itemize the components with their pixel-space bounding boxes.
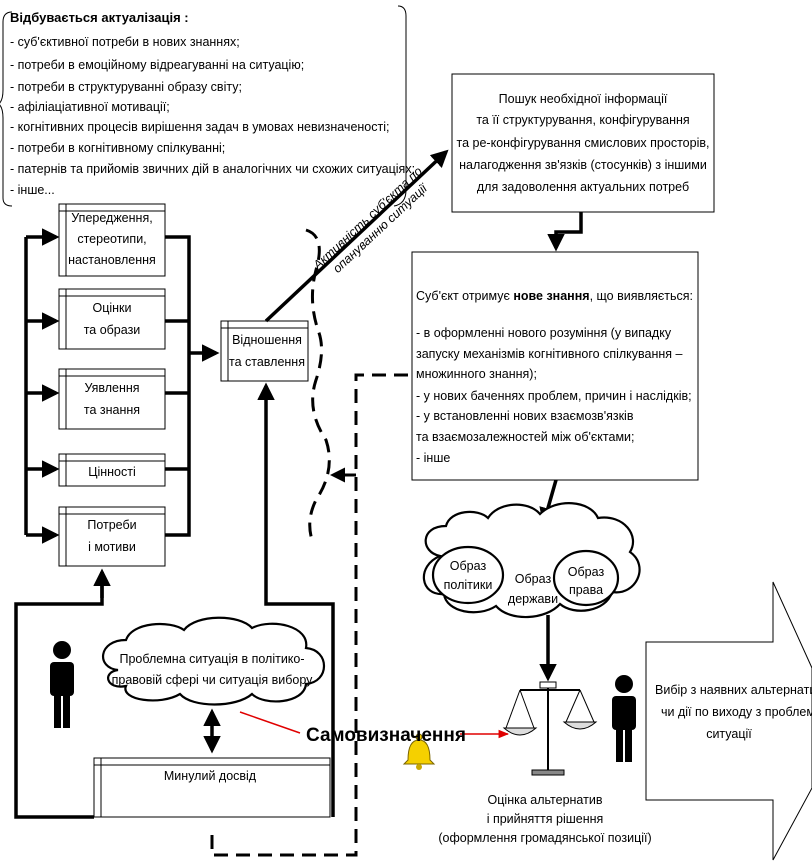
actualization-item: - потреби в структуруванні образу світу; — [10, 80, 242, 94]
box-prejudices-line: стереотипи, — [77, 232, 146, 246]
box-ideas-line: та знання — [84, 403, 140, 417]
evaluation-line: Оцінка альтернатив — [488, 793, 603, 807]
relations-line: та ставлення — [229, 355, 305, 369]
box-assessments — [58, 288, 166, 350]
relations-box: Відношення та ставлення — [220, 320, 309, 382]
box-needs-motives — [58, 506, 166, 567]
images-cloud: Образ політики Образ держави Образ права — [422, 502, 641, 619]
self-determination-label: Самовизначення — [306, 725, 466, 746]
evaluation-line: (оформлення громадянської позиції) — [438, 831, 651, 845]
search-to-knowledge-arrow — [547, 212, 583, 252]
past-experience-box: Минулий досвід — [93, 757, 331, 818]
problem-frame — [14, 382, 335, 819]
cloud-law — [552, 549, 620, 607]
search-line: для задоволення актуальних потреб — [477, 180, 689, 194]
image-politics-line: політики — [444, 578, 493, 592]
image-law-line: Образ — [568, 565, 605, 579]
new-knowledge-box: Суб'єкт отримує нове знання, що виявляєт… — [411, 251, 699, 481]
activity-label-line: Активність суб'єкта по — [310, 164, 425, 273]
actualization-brace — [0, 11, 13, 207]
new-knowledge-intro-bold: нове знання — [513, 289, 589, 303]
problem-cloud: Проблемна ситуація в політико- правовій … — [101, 616, 325, 706]
actualization-item: - потреби в когнітивному спілкуванні; — [10, 141, 225, 155]
actualization-block: Відбувається актуалізація : - суб'єктивн… — [0, 5, 415, 207]
actualization-item: - інше... — [10, 183, 55, 197]
actualization-item: - когнітивних процесів вирішення задач в… — [10, 120, 389, 134]
new-knowledge-intro-end: , що виявляється: — [590, 289, 693, 303]
choice-line: ситуації — [706, 727, 752, 741]
box-needs-line: Потреби — [87, 518, 136, 532]
new-knowledge-intro: Суб'єкт отримує нове знання, що виявляєт… — [416, 289, 693, 303]
bell-icon — [402, 733, 436, 770]
person-icon — [50, 641, 74, 728]
box-prejudices-line: Упередження, — [71, 211, 152, 225]
actualization-item: - суб'єктивної потреби в нових знаннях; — [10, 35, 240, 49]
search-box: Пошук необхідної інформації та її структ… — [451, 73, 715, 213]
new-knowledge-intro-start: Суб'єкт отримує — [416, 289, 513, 303]
actualization-title: Відбувається актуалізація : — [10, 10, 189, 25]
self-determination-line-left — [239, 711, 301, 734]
actualization-item: - патернів та прийомів звичних дій в ана… — [10, 162, 415, 176]
image-state-line: держави — [508, 592, 558, 606]
left-boxes: Упередження, стереотипи, настановлення О… — [58, 203, 166, 567]
choice-arrow: Вибір з наявних альтернатив чи дії по ви… — [645, 581, 812, 861]
actualization-item: - потреби в емоційному відреагуванні на … — [10, 58, 304, 72]
search-line: налагодження зв'язків (стосунків) з інши… — [459, 158, 707, 172]
search-line: та ре-конфігурування смислових просторів… — [457, 136, 710, 150]
right-collector — [165, 235, 220, 537]
actualization-item: - афіліацiативної мотивації; — [10, 100, 170, 114]
activity-arrow — [264, 149, 449, 323]
box-values-label: Цінності — [88, 465, 136, 479]
person-icon — [612, 675, 636, 762]
problem-line: правовій сфері чи ситуація вибору — [112, 673, 314, 687]
past-experience-label: Минулий досвід — [164, 769, 257, 783]
image-politics-line: Образ — [450, 559, 487, 573]
box-needs-line: і мотиви — [88, 540, 136, 554]
new-knowledge-line: запуску механізмів когнітивного спілкува… — [416, 347, 683, 361]
scales-icon — [502, 681, 598, 776]
search-line: Пошук необхідної інформації — [499, 92, 668, 106]
box-assessments-line: та образи — [84, 323, 141, 337]
new-knowledge-line: - у встановленні нових взаємозв'язків — [416, 409, 634, 423]
box-ideas-line: Уявлення — [84, 381, 139, 395]
image-law-line: права — [569, 583, 603, 597]
box-assessments-line: Оцінки — [92, 301, 131, 315]
choice-line: Вибір з наявних альтернатив — [655, 683, 812, 697]
new-knowledge-line: - в оформленні нового розуміння (у випад… — [416, 326, 672, 340]
new-knowledge-line: та взаємозалежностей між об'єктами; — [416, 430, 635, 444]
relations-line: Відношення — [232, 333, 302, 347]
problem-line: Проблемна ситуація в політико- — [119, 652, 304, 666]
image-state-line: Образ — [515, 572, 552, 586]
box-ideas-knowledge — [58, 368, 166, 430]
actualization-brace-right — [393, 5, 407, 207]
cloud-politics — [431, 545, 505, 605]
evaluation-line: і прийняття рішення — [487, 812, 604, 826]
box-prejudices-line: настановлення — [68, 253, 156, 267]
box-values — [58, 453, 166, 487]
new-knowledge-line: - інше — [416, 451, 450, 465]
left-bus — [24, 228, 60, 544]
dashed-feedback — [210, 228, 414, 857]
new-knowledge-line: множинного знання); — [416, 367, 537, 381]
search-line: та її структурування, конфігурування — [476, 113, 689, 127]
box-prejudices — [58, 203, 166, 277]
new-knowledge-line: - у нових баченнях проблем, причин і нас… — [416, 389, 692, 403]
choice-line: чи дії по виходу з проблемної — [661, 705, 812, 719]
